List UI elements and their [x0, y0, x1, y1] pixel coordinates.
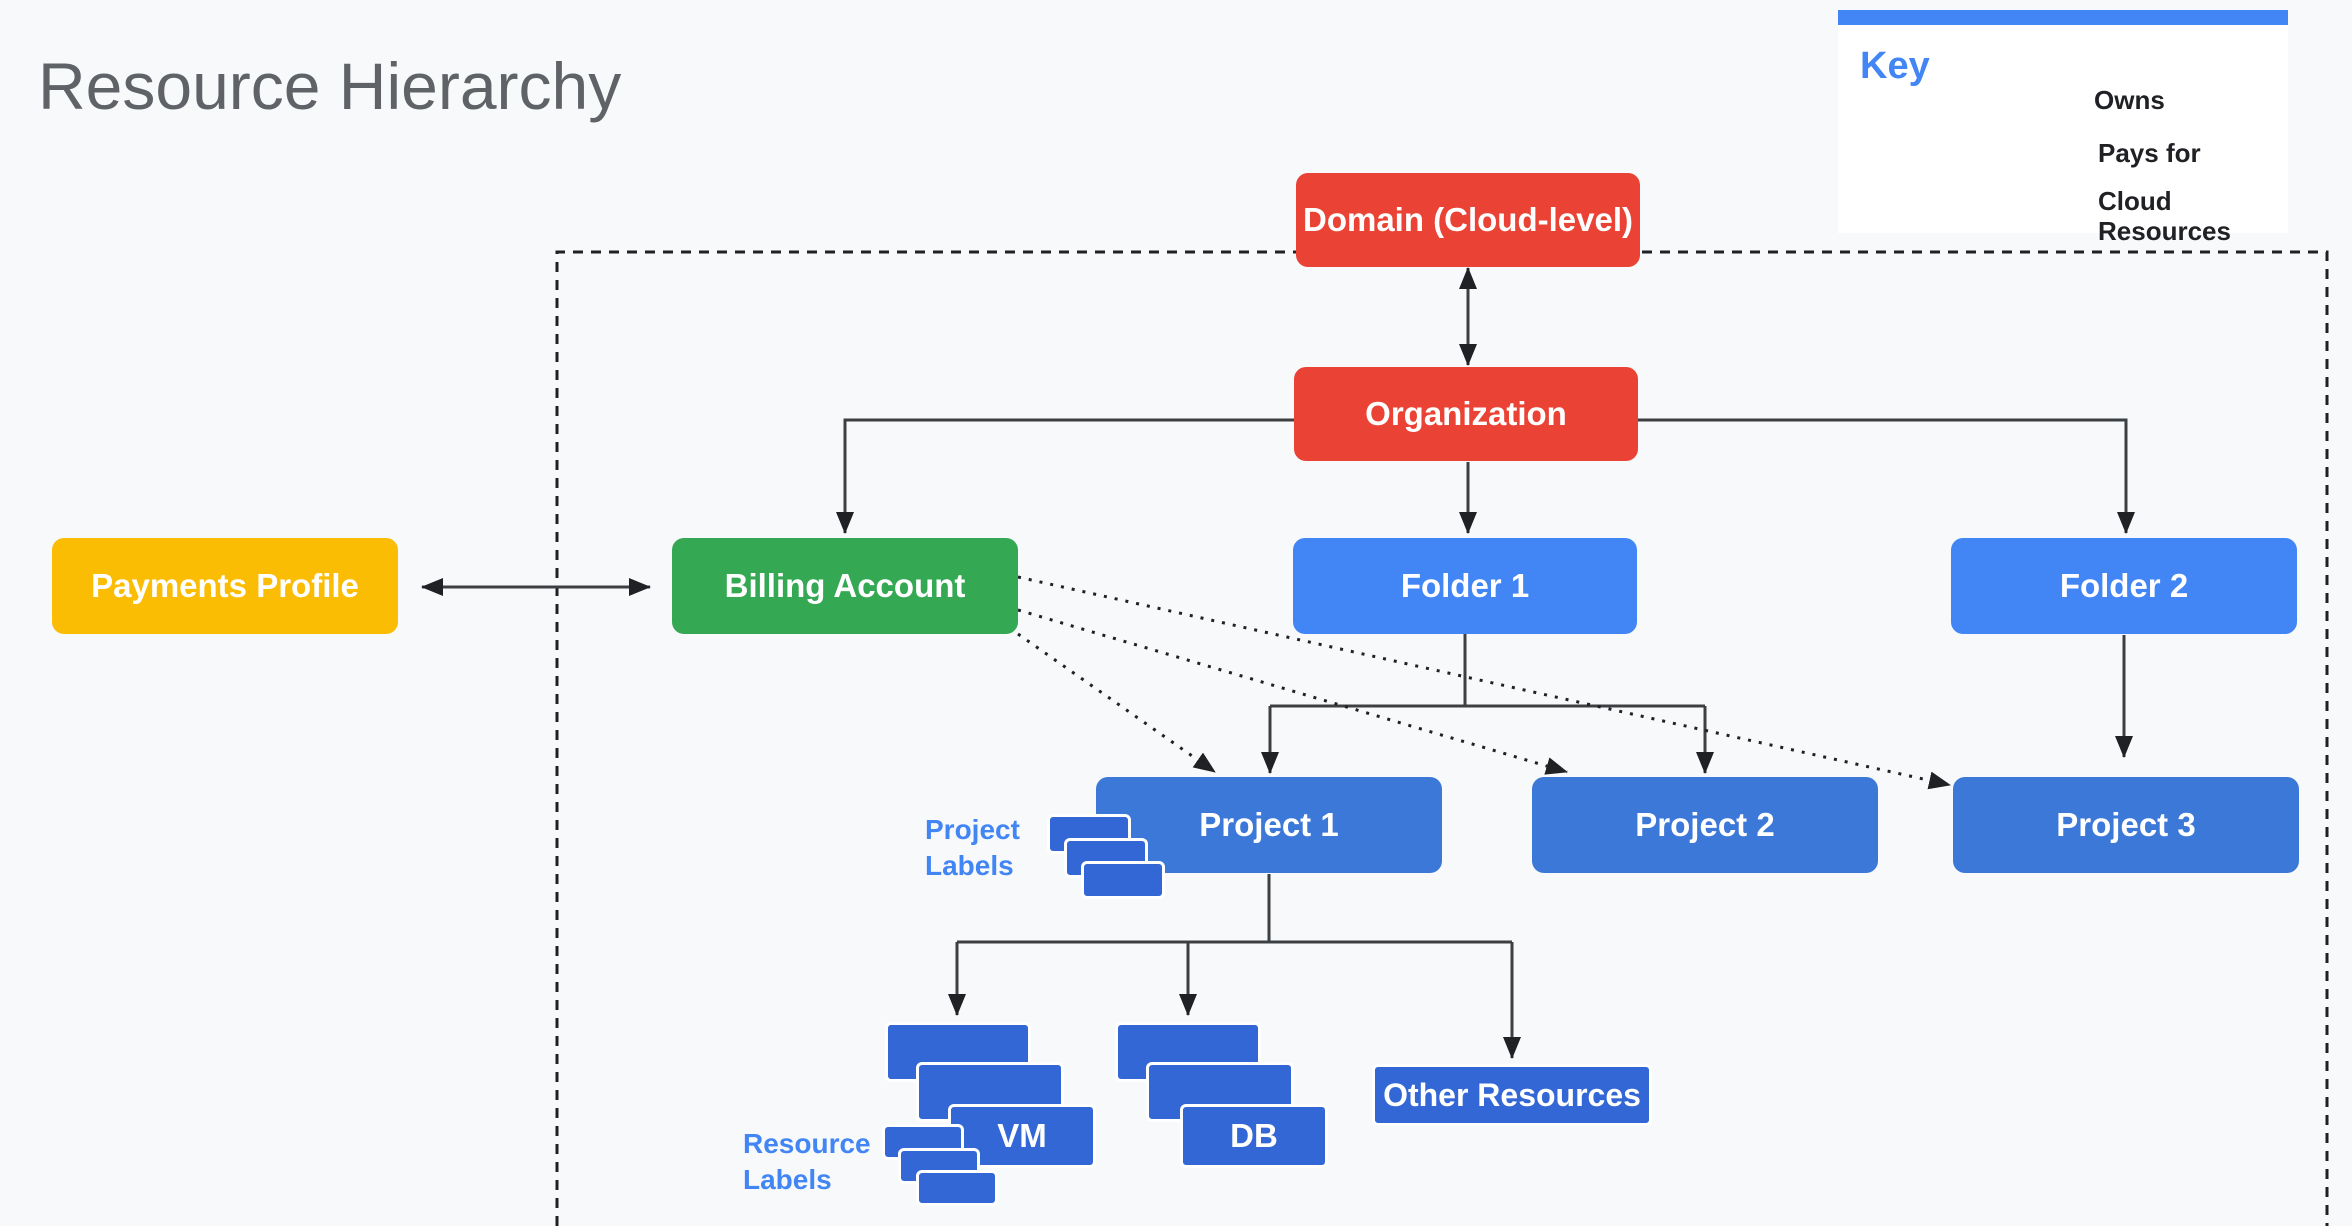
other-resources-node[interactable]: Other Resources	[1372, 1064, 1652, 1126]
resource-label-tag-icon	[916, 1170, 998, 1206]
project-labels-line1: Project	[925, 814, 1020, 845]
project-label-tag-icon	[1081, 861, 1165, 899]
resource-labels-text: Resource Labels	[743, 1126, 871, 1198]
folder1-node[interactable]: Folder 1	[1293, 538, 1637, 634]
project1-node[interactable]: Project 1	[1096, 777, 1442, 873]
key-legend: Key Owns Pays for Cloud Resources	[1838, 10, 2288, 246]
org-billing-link	[836, 418, 1294, 534]
organization-node[interactable]: Organization	[1294, 367, 1638, 461]
key-cloud-line2: Resources	[2098, 216, 2231, 246]
key-title: Key	[1860, 45, 1930, 87]
payments-profile-node[interactable]: Payments Profile	[52, 538, 398, 634]
cloud-resources-boundary	[555, 250, 2329, 1226]
billing-account-node[interactable]: Billing Account	[672, 538, 1018, 634]
folder2-node[interactable]: Folder 2	[1951, 538, 2297, 634]
project2-node[interactable]: Project 2	[1532, 777, 1878, 873]
key-owns-label: Owns	[2094, 85, 2165, 115]
key-pays-for-label: Pays for	[2098, 138, 2201, 168]
resource-labels-line1: Resource	[743, 1128, 871, 1159]
domain-node[interactable]: Domain (Cloud-level)	[1296, 173, 1640, 267]
pays-for-project2	[1017, 608, 1568, 775]
org-folder2-link	[1638, 418, 2135, 534]
key-cloud-line1: Cloud	[2098, 186, 2172, 216]
folder1-projects-link	[1270, 634, 1705, 708]
project1-resources-link	[957, 874, 1512, 944]
page-title: Resource Hierarchy	[38, 49, 622, 123]
project3-node[interactable]: Project 3	[1953, 777, 2299, 873]
key-cloud-resources-label: Cloud Resources	[2098, 186, 2231, 246]
project-labels-text: Project Labels	[925, 812, 1020, 884]
db-node[interactable]: DB	[1180, 1104, 1328, 1168]
resource-labels-line2: Labels	[743, 1164, 832, 1195]
project-labels-line2: Labels	[925, 850, 1014, 881]
pays-for-project1	[1017, 632, 1216, 774]
